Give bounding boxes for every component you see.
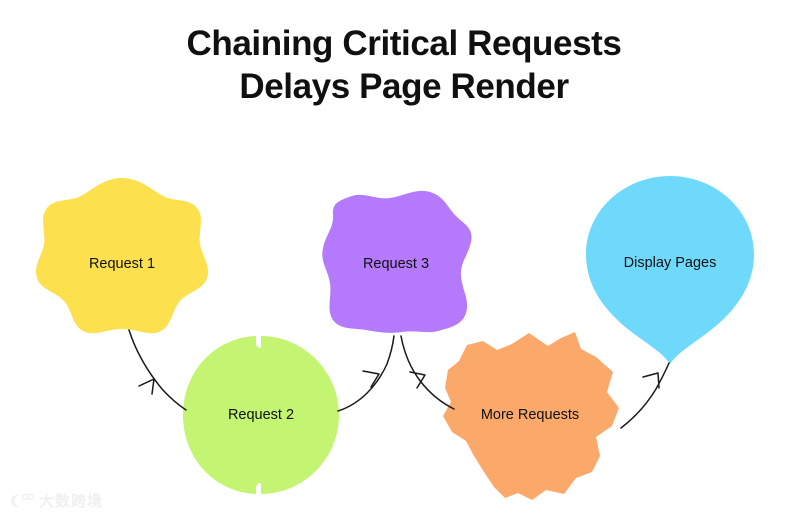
- circle-logo-icon: [11, 493, 34, 507]
- request-3-shape[interactable]: [322, 190, 472, 333]
- connector-3-arrowhead: [409, 371, 426, 389]
- connector-4-arrowhead: [642, 372, 660, 389]
- node-request-3[interactable]: [322, 190, 472, 333]
- connector-1-line: [128, 329, 187, 411]
- connector-1-arrowhead: [138, 378, 155, 395]
- connector-3-line: [400, 335, 455, 410]
- request-1-shape[interactable]: [35, 178, 209, 334]
- node-display-pages[interactable]: [586, 176, 754, 364]
- watermark-text: 大数跨境: [39, 492, 104, 510]
- request-2-shape[interactable]: [183, 336, 339, 494]
- more-requests-shape[interactable]: [443, 332, 619, 500]
- node-request-1[interactable]: [35, 178, 209, 334]
- connector-request1-to-request2: [128, 329, 187, 411]
- connector-request2-to-request3: [337, 335, 395, 412]
- display-pages-shape[interactable]: [586, 176, 754, 364]
- connector-4-line: [620, 362, 670, 429]
- connector-request3-to-more-requests: [400, 335, 455, 410]
- node-request-2[interactable]: [183, 336, 339, 494]
- connector-2-line: [337, 335, 395, 412]
- connector-2-arrowhead: [362, 370, 380, 388]
- node-more-requests[interactable]: [443, 332, 619, 500]
- connector-more-requests-to-display-pages: [620, 362, 670, 429]
- watermark: 大数跨境: [8, 490, 103, 511]
